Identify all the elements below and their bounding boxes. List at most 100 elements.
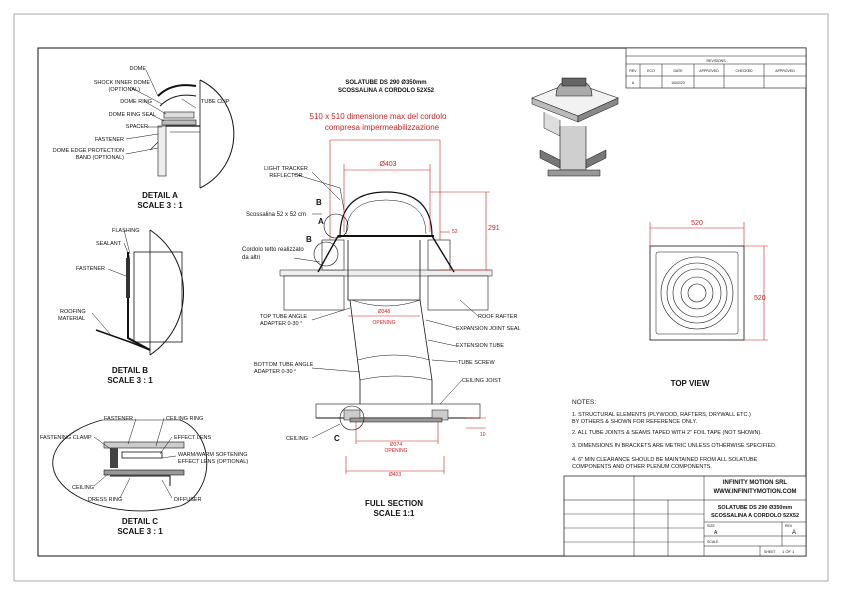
section-label-cordolo-2: da altri — [242, 255, 260, 261]
detail-b-scale: SCALE 3 : 1 — [107, 376, 153, 385]
section-label-top-adapter-1: TOP TUBE ANGLE — [260, 314, 307, 320]
detail-a-label-spacer: SPACER — [126, 124, 148, 130]
detail-b: FLASHING SEALANT FASTENER ROOFING MATERI… — [58, 228, 184, 385]
detail-a-label-band: BAND (OPTIONAL) — [76, 155, 124, 161]
section-label-extension-tube: EXTENSION TUBE — [456, 343, 504, 349]
detail-c-label-warm: WARM/WARM SOFTENING — [178, 452, 248, 458]
detail-a-label-edge-protection: DOME EDGE PROTECTION — [53, 148, 124, 154]
revisions-header-2: DATE — [673, 69, 683, 73]
full-section: SOLATUBE DS 290 Ø350mm SCOSSALINA A CORD… — [242, 80, 521, 518]
detail-a-label-shock-dome: SHOCK INNER DOME — [94, 80, 151, 86]
title-block-sheet: 1 OF 1 — [782, 549, 795, 554]
detail-b-label-sealant: SEALANT — [96, 241, 122, 247]
section-label-bottom-adapter-2: ADAPTER 0-30 ° — [254, 369, 296, 375]
detail-b-label-flashing: FLASHING — [112, 228, 140, 234]
section-dim-bottom: Ø374 — [390, 442, 402, 448]
section-title: FULL SECTION — [365, 499, 423, 508]
section-label-light-tracker-1: LIGHT TRACKER — [264, 166, 308, 172]
title-block: INFINITY MOTION SRL WWW.INFINITYMOTION.C… — [563, 475, 807, 557]
top-view: 520 520 TOP VIEW — [649, 220, 768, 388]
detail-c-title: DETAIL C — [122, 517, 158, 526]
detail-c-label-fastener: FASTENER — [104, 416, 133, 422]
section-scale: SCALE 1:1 — [374, 509, 415, 518]
title-block-size-label: SIZE — [707, 524, 715, 528]
detail-a-label-dome: DOME — [130, 66, 147, 72]
notes-line-2: BY OTHERS & SHOWN FOR REFERENCE ONLY. — [572, 419, 697, 425]
section-header-line-1: SOLATUBE DS 290 Ø350mm — [345, 80, 426, 86]
detail-c-label-effect-lens: EFFECT LENS — [174, 435, 212, 441]
detail-a-label-dome-ring-seal: DOME RING SEAL — [109, 112, 156, 118]
revisions-header-0: REV — [629, 69, 637, 73]
section-dim-bottom-sub: OPENING — [384, 448, 407, 454]
section-dim-ceiling: 10 — [480, 432, 486, 438]
section-dim-height: 291 — [488, 225, 500, 232]
section-callout-a: A — [318, 217, 324, 226]
section-label-top-adapter-2: ADAPTER 0-30 ° — [260, 321, 302, 327]
notes-line-4: 3. DIMENSIONS IN BRACKETS ARE METRIC UNL… — [572, 443, 777, 449]
top-view-title: TOP VIEW — [671, 379, 710, 388]
title-block-drawing-title-1: SOLATUBE DS 290 Ø350mm — [718, 505, 793, 511]
detail-c-label-dress-ring: DRESS RING — [88, 497, 122, 503]
sheet-inner-border — [37, 47, 807, 557]
detail-a-label-fastener: FASTENER — [95, 137, 124, 143]
revisions-cell-date: 10/02/23 — [671, 81, 685, 85]
sheet-outer-border — [13, 13, 829, 582]
detail-a-label-tube-clip: TUBE CLIP — [201, 99, 230, 105]
detail-a: DOME SHOCK INNER DOME (OPTIONAL) DOME RI… — [53, 66, 235, 210]
title-block-scale-label: SCALE — [707, 540, 719, 544]
section-dim-inner: Ø348 — [378, 309, 390, 315]
revisions-table: REVISIONS REV ECO DATE APPROVED CHECKED … — [625, 47, 807, 89]
section-label-ceiling-joist: CEILING JOIST — [462, 378, 502, 384]
section-callout-c: C — [334, 434, 340, 443]
notes-line-3: 2. ALL TUBE JOINTS & SEAMS TAPED WITH 2"… — [572, 430, 762, 436]
title-block-rev-label: REV — [785, 524, 793, 528]
notes-title: NOTES: — [572, 399, 596, 406]
section-dim-small: 52 — [452, 229, 458, 235]
revisions-header-1: ECO — [647, 69, 655, 73]
section-label-light-tracker-2: REFLECTOR — [269, 173, 302, 179]
isometric-view — [531, 77, 619, 177]
detail-b-label-roofing: ROOFING — [60, 309, 86, 315]
detail-a-label-optional: (OPTIONAL) — [109, 87, 141, 93]
section-red-note-1: 510 x 510 dimensione max del cordolo — [310, 112, 448, 121]
detail-b-label-fastener: FASTENER — [76, 266, 105, 272]
notes-line-5: 4. 6" MIN CLEARANCE SHOULD BE MAINTAINED… — [572, 457, 758, 463]
section-dim-top: Ø403 — [379, 161, 396, 168]
top-view-dim-width: 520 — [691, 220, 703, 227]
revisions-title: REVISIONS — [706, 59, 726, 63]
detail-a-scale: SCALE 3 : 1 — [137, 201, 183, 210]
revisions-header-3: APPROVED — [699, 69, 719, 73]
section-label-expansion-seal: EXPANSION JOINT SEAL — [456, 326, 521, 332]
section-callout-b-lower: B — [306, 235, 312, 244]
title-block-sheet-label: SHEET — [764, 550, 777, 554]
section-header-line-2: SCOSSALINA A CORDOLO 52X52 — [338, 88, 435, 94]
title-block-company: INFINITY MOTION SRL — [723, 480, 788, 486]
section-label-ceiling: CEILING — [286, 436, 308, 442]
detail-c-label-fastening-clamp: FASTENING CLAMP — [40, 435, 92, 441]
detail-c-label-ceiling: CEILING — [72, 485, 94, 491]
section-dim-base: Ø403 — [389, 472, 401, 478]
section-label-roof-rafter: ROOF RAFTER — [478, 314, 517, 320]
detail-b-title: DETAIL B — [112, 366, 148, 375]
revisions-header-4: CHECKED — [735, 69, 753, 73]
section-red-note-2: compresa impermeabilizzazione — [325, 123, 440, 132]
title-block-rev: A — [792, 530, 796, 536]
section-label-cordolo-1: Cordolo tetto realizzato — [242, 247, 304, 253]
revisions-header-5: APPROVED — [775, 69, 795, 73]
detail-c-label-ceiling-ring: CEILING RING — [166, 416, 203, 422]
detail-a-title: DETAIL A — [142, 191, 178, 200]
detail-a-label-dome-ring: DOME RING — [120, 99, 152, 105]
section-dim-inner-sub: OPENING — [372, 320, 395, 326]
top-view-dim-height: 520 — [754, 295, 766, 302]
detail-b-label-material: MATERIAL — [58, 316, 85, 322]
notes-line-6: COMPONENTS AND OTHER PLENUM COMPONENTS. — [572, 464, 712, 470]
section-callout-b-upper: B — [316, 198, 322, 207]
section-label-tube-screw: TUBE SCREW — [458, 360, 495, 366]
revisions-cell-rev: A — [632, 81, 635, 85]
title-block-size: A — [714, 530, 718, 536]
title-block-website: WWW.INFINITYMOTION.COM — [714, 489, 797, 495]
detail-c-label-effect-lens-optional: EFFECT LENS (OPTIONAL) — [178, 459, 248, 465]
section-label-scossalina: Scossalina 52 x 52 cm — [246, 212, 306, 218]
detail-c: FASTENER CEILING RING FASTENING CLAMP EF… — [40, 416, 248, 536]
